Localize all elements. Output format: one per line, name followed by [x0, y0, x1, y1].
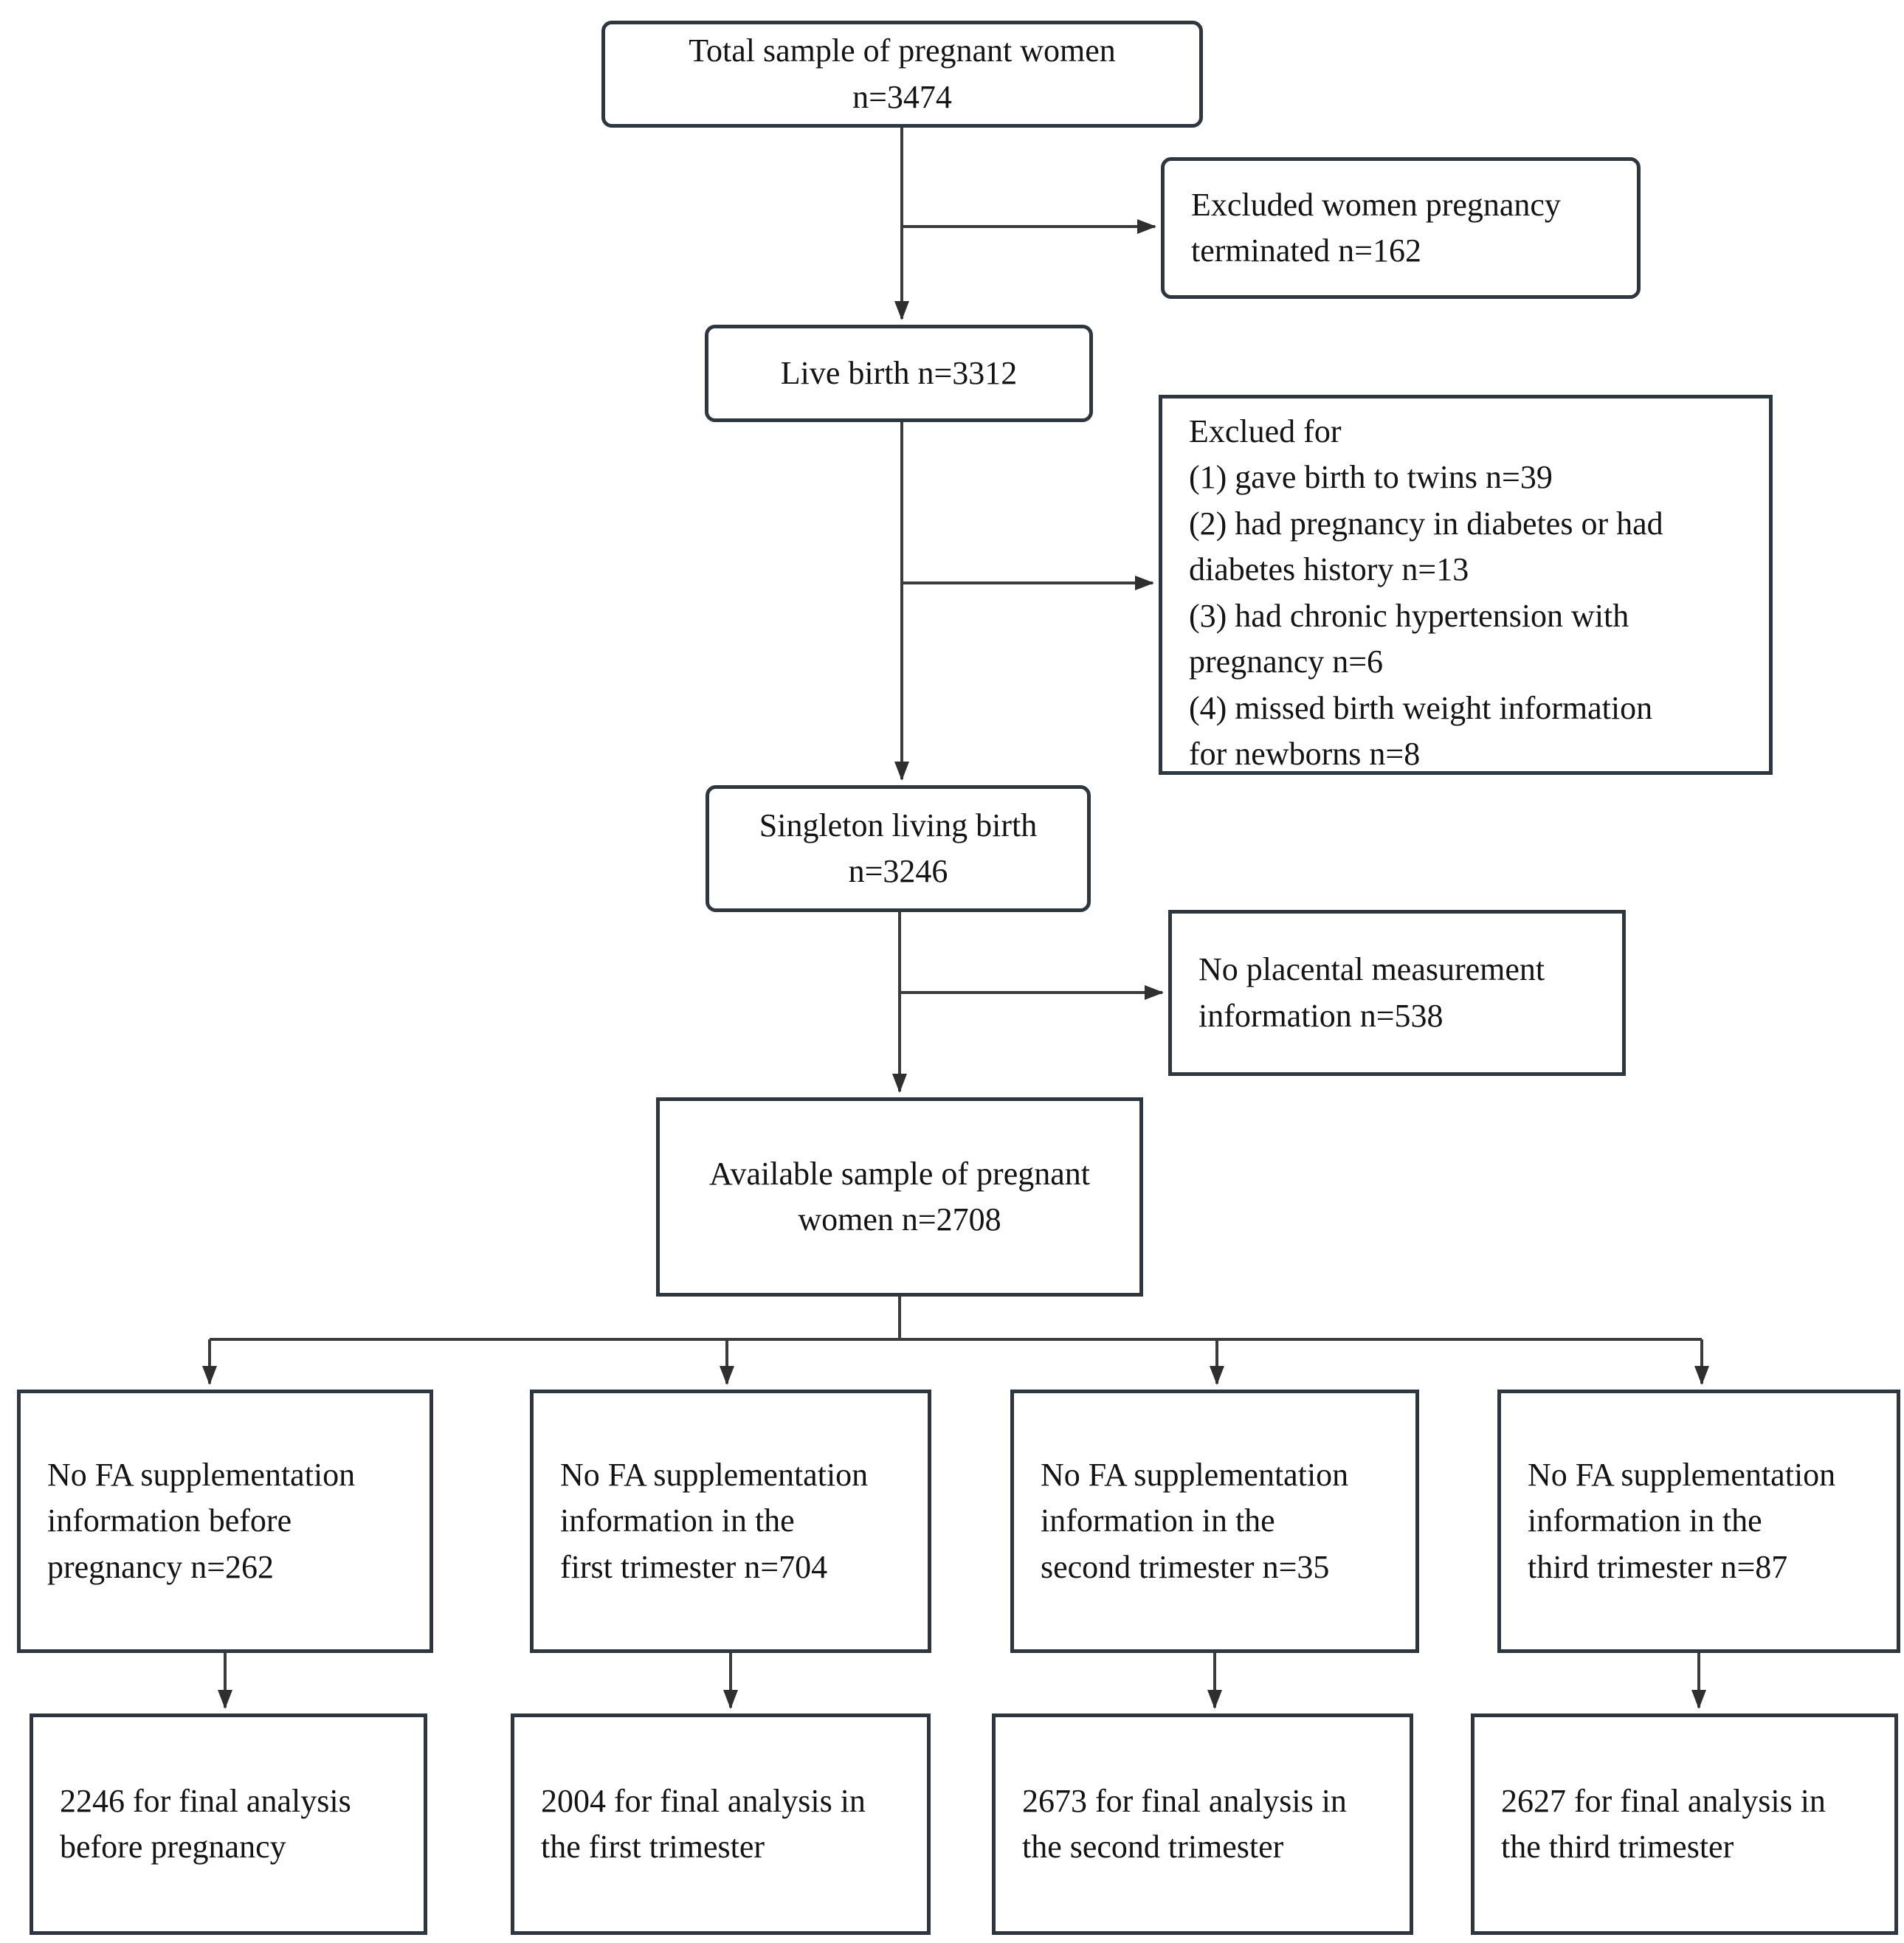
excluded-reasons-box: Exclued for (1) gave birth to twins n=39… — [1159, 395, 1773, 775]
final-analysis-third-trimester-box: 2627 for final analysis in the third tri… — [1471, 1714, 1898, 1935]
final-analysis-before-pregnancy-box: 2246 for final analysis before pregnancy — [30, 1714, 427, 1935]
no-fa-before-pregnancy-box: No FA supplementation information before… — [17, 1390, 433, 1653]
live-birth-box: Live birth n=3312 — [705, 325, 1093, 422]
no-placental-box: No placental measurement information n=5… — [1168, 910, 1626, 1076]
final-analysis-first-trimester-box: 2004 for final analysis in the first tri… — [511, 1714, 931, 1935]
final-analysis-second-trimester-box: 2673 for final analysis in the second tr… — [992, 1714, 1413, 1935]
singleton-living-birth-box: Singleton living birth n=3246 — [706, 785, 1091, 912]
no-fa-first-trimester-box: No FA supplementation information in the… — [530, 1390, 931, 1653]
no-fa-third-trimester-box: No FA supplementation information in the… — [1497, 1390, 1900, 1653]
available-sample-box: Available sample of pregnant women n=270… — [656, 1097, 1143, 1297]
total-sample-box: Total sample of pregnant women n=3474 — [601, 21, 1203, 128]
no-fa-second-trimester-box: No FA supplementation information in the… — [1010, 1390, 1419, 1653]
excluded-terminated-box: Excluded women pregnancy terminated n=16… — [1161, 157, 1641, 299]
